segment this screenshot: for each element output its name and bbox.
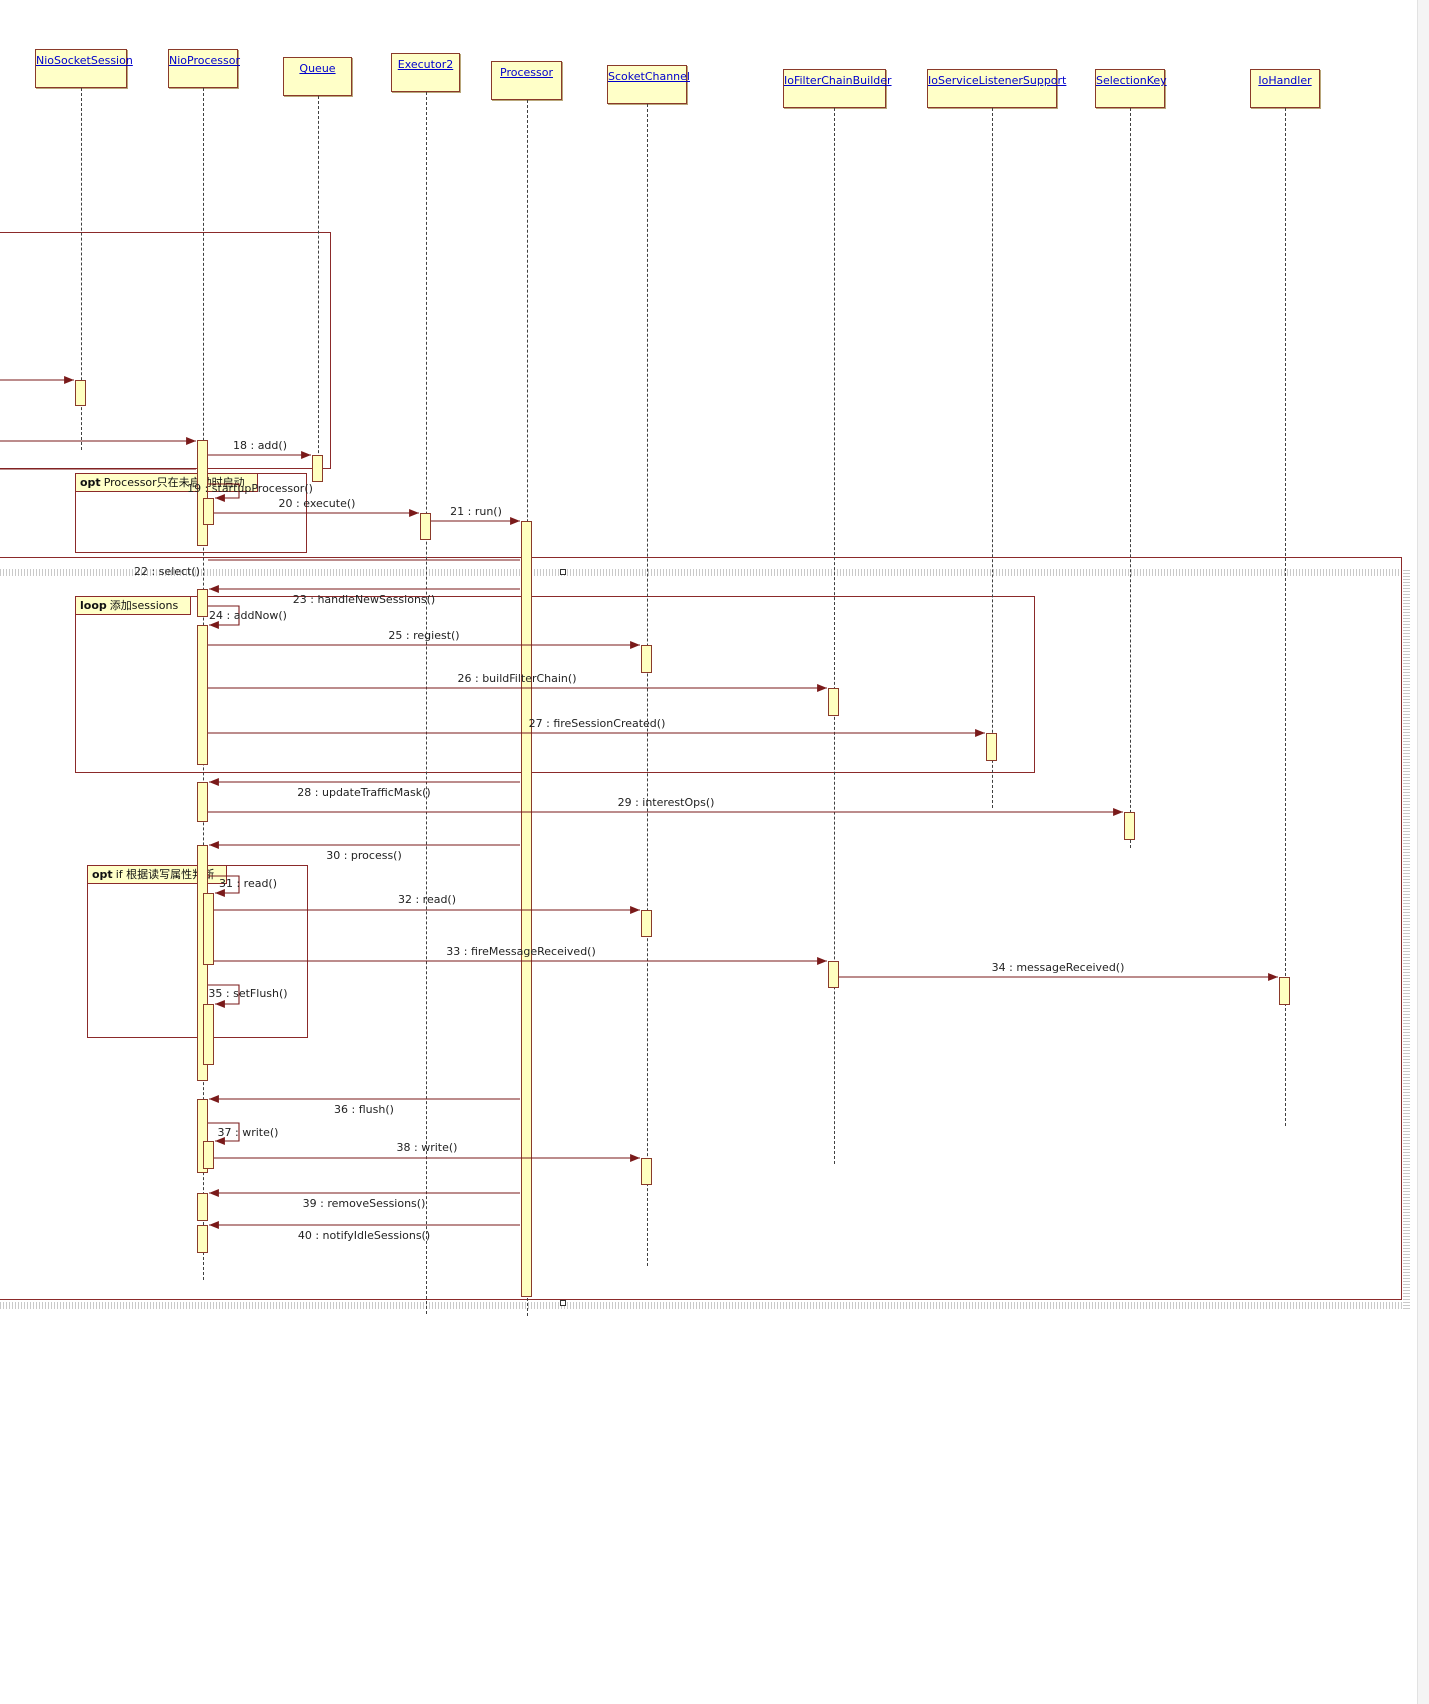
activation-listener-support	[986, 733, 997, 761]
activation-nio-processor-3	[197, 625, 208, 765]
activation-nio-processor-5c	[203, 1004, 214, 1065]
label-m37[interactable]: 37 : write()	[217, 1126, 279, 1139]
label-m20[interactable]: 20 : execute()	[278, 497, 356, 510]
lifeline-scoket-channel[interactable]: ScoketChannel	[607, 65, 690, 104]
label-m35[interactable]: 35 : setFlush()	[208, 987, 288, 1000]
activation-nio-processor-1	[197, 440, 208, 546]
partial-frame-upper[interactable]	[0, 232, 331, 469]
label-m34[interactable]: 34 : messageReceived()	[991, 961, 1125, 974]
activation-filter-chain-2	[828, 961, 839, 988]
lifeline-line-selection-key	[1130, 108, 1131, 848]
lifeline-line-io-handler	[1285, 108, 1286, 1126]
label-m29[interactable]: 29 : interestOps()	[617, 796, 715, 809]
lifeline-io-handler[interactable]: IoHandler	[1250, 69, 1320, 108]
activation-scoket-channel-2	[641, 910, 652, 937]
activation-nio-processor-6b	[203, 1141, 214, 1169]
label-m40[interactable]: 40 : notifyIdleSessions()	[297, 1229, 431, 1242]
selection-right-edge	[1403, 569, 1410, 1309]
activation-filter-chain-1	[828, 688, 839, 716]
lifeline-line-executor2	[426, 92, 427, 1314]
lifeline-selection-key[interactable]: SelectionKey	[1095, 69, 1167, 108]
label-m31[interactable]: 31 : read()	[218, 877, 278, 890]
activation-io-handler	[1279, 977, 1290, 1005]
lifeline-executor2[interactable]: Executor2	[391, 53, 460, 92]
label-m26[interactable]: 26 : buildFilterChain()	[457, 672, 577, 685]
activation-selection-key	[1124, 812, 1135, 840]
label-m33[interactable]: 33 : fireMessageReceived()	[446, 945, 596, 958]
label-m22[interactable]: 22 : select()	[134, 565, 200, 578]
activation-scoket-channel-3	[641, 1158, 652, 1185]
label-m38[interactable]: 38 : write()	[396, 1141, 458, 1154]
lifeline-io-service-listener-support[interactable]: IoServiceListenerSupport	[927, 69, 1066, 108]
loop-outer-frame[interactable]	[0, 557, 1402, 1300]
label-m30[interactable]: 30 : process()	[326, 849, 402, 862]
lifeline-processor[interactable]: Processor	[491, 61, 562, 100]
label-m23[interactable]: 23 : handleNewSessions()	[292, 593, 436, 606]
label-m19[interactable]: 19 : startupProcessor()	[187, 482, 313, 495]
label-m18[interactable]: 18 : add()	[233, 439, 287, 452]
label-m32[interactable]: 32 : read()	[397, 893, 457, 906]
label-m27[interactable]: 27 : fireSessionCreated()	[528, 717, 666, 730]
lifeline-line-queue	[318, 96, 319, 478]
label-m25[interactable]: 25 : regiest()	[388, 629, 460, 642]
selection-bottom-edge	[0, 1302, 1410, 1309]
activation-nio-processor-4	[197, 782, 208, 822]
activation-nio-processor-2	[197, 589, 208, 617]
lifeline-line-scoket-channel	[647, 104, 648, 1266]
activation-executor2	[420, 513, 431, 540]
lifeline-nio-processor[interactable]: NioProcessor	[168, 49, 240, 88]
activation-nio-processor-7	[197, 1193, 208, 1221]
activation-nio-socket-session	[75, 380, 86, 406]
activation-nio-processor-1b	[203, 498, 214, 525]
lifeline-line-nio-socket-session	[81, 88, 82, 450]
lifeline-io-filter-chain-builder[interactable]: IoFilterChainBuilder	[783, 69, 892, 108]
label-m21[interactable]: 21 : run()	[450, 505, 502, 518]
label-m28[interactable]: 28 : updateTrafficMask()	[297, 786, 431, 799]
lifeline-queue[interactable]: Queue	[283, 57, 352, 96]
label-m39[interactable]: 39 : removeSessions()	[302, 1197, 426, 1210]
label-m24[interactable]: 24 : addNow()	[209, 609, 287, 622]
activation-nio-processor-5b	[203, 893, 214, 965]
activation-nio-processor-8	[197, 1225, 208, 1253]
lifeline-nio-socket-session[interactable]: NioSocketSession	[35, 49, 133, 88]
activation-queue	[312, 455, 323, 482]
activation-nio-processor-6	[197, 1099, 208, 1173]
lifeline-line-io-filter-chain-builder	[834, 108, 835, 1164]
lifeline-line-io-service-listener-support	[992, 108, 993, 808]
vertical-scrollbar[interactable]	[1417, 0, 1429, 1704]
selection-top-edge	[0, 569, 1410, 576]
selection-handle-top[interactable]	[560, 569, 566, 575]
label-m36[interactable]: 36 : flush()	[334, 1103, 394, 1116]
activation-scoket-channel-1	[641, 645, 652, 673]
selection-handle-bottom[interactable]	[560, 1300, 566, 1306]
activation-processor-main	[521, 521, 532, 1297]
